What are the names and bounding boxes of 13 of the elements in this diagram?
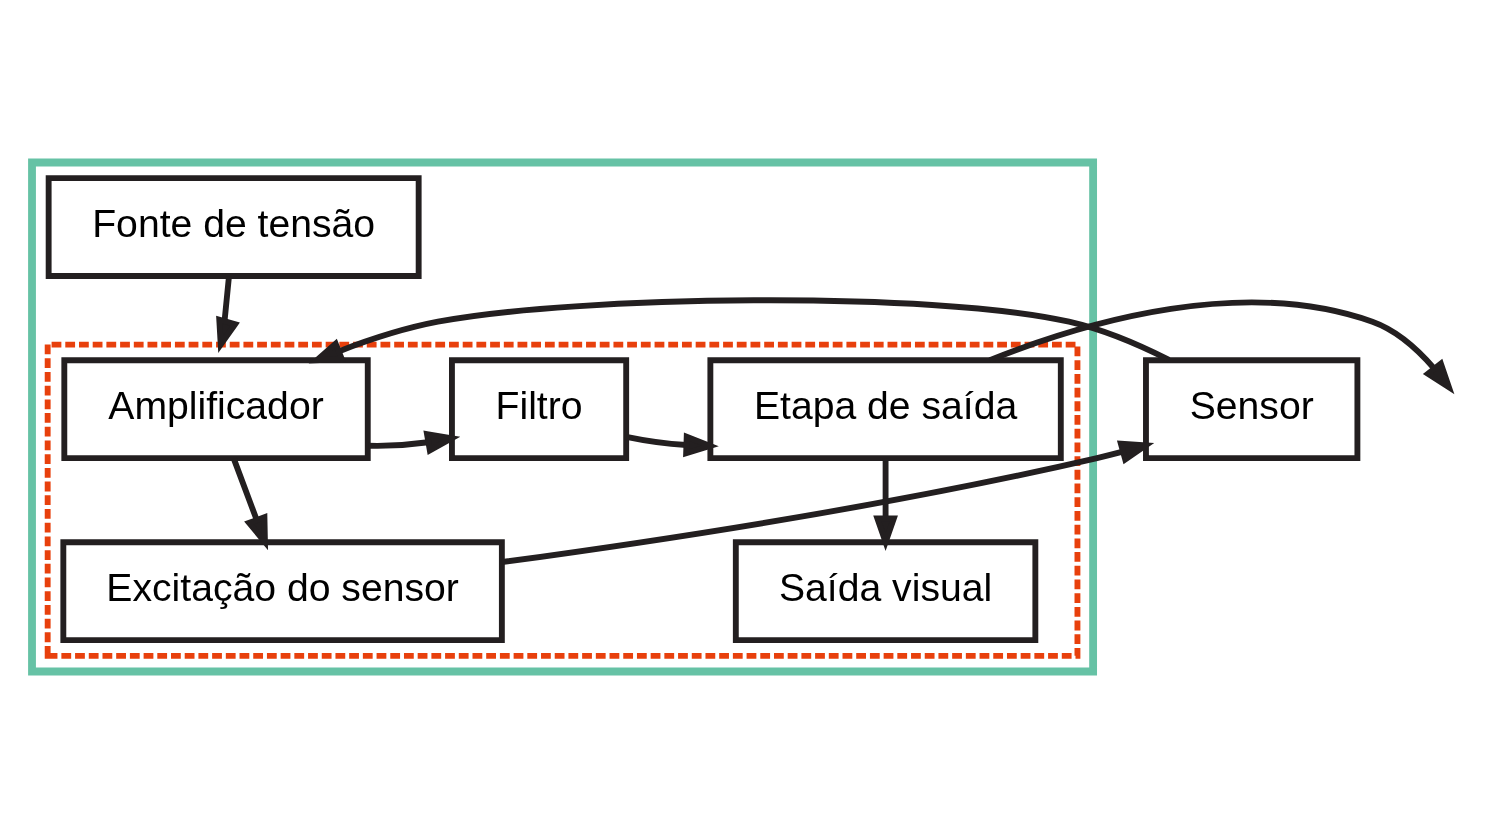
cluster [44, 341, 1081, 659]
node-box: Filtro [449, 357, 630, 462]
node-box: Sensor [1143, 357, 1361, 462]
node-box: Etapa de saída [707, 357, 1064, 462]
cluster [28, 158, 1098, 676]
arrow [308, 297, 1171, 364]
node-box: Excitação do sensor [60, 539, 505, 644]
arrow [873, 458, 898, 551]
arrow [368, 430, 461, 455]
arrow [501, 440, 1155, 566]
node-box: Fonte de tensão [45, 175, 422, 279]
node-box: Saída visual [732, 539, 1039, 644]
node-box: Amplificador [61, 357, 371, 462]
